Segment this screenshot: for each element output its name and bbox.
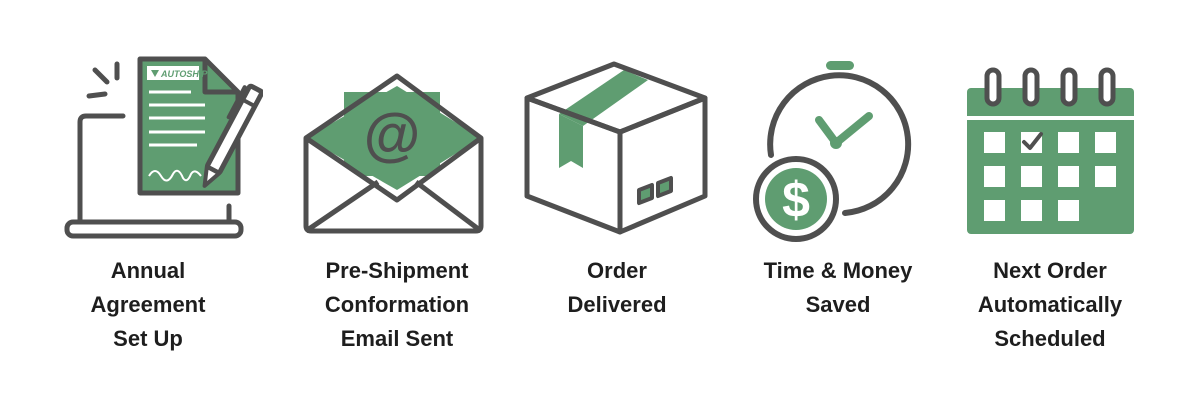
stopwatch-dollar-icon: $: [723, 50, 953, 250]
step-annual-agreement: AUTOSHIP Annual Agreement Set U: [33, 0, 263, 400]
envelope-at-email-icon: @: [282, 50, 512, 250]
calendar-check-icon: [935, 50, 1165, 250]
step-label: Pre-Shipment Conformation Email Sent: [324, 258, 470, 351]
step-label: Next Order Automatically Scheduled: [977, 258, 1123, 351]
step-time-money-saved: $ Time & Money Saved: [723, 0, 953, 400]
autoship-logo-text: AUTOSHIP: [160, 69, 208, 79]
step-label: Order Delivered: [567, 258, 667, 317]
shipping-box-icon: [502, 50, 732, 250]
step-label: Annual Agreement Set Up: [90, 258, 206, 351]
dollar-symbol: $: [782, 172, 810, 228]
at-symbol: @: [364, 102, 421, 167]
step-order-delivered: Order Delivered: [502, 0, 732, 400]
step-next-order-scheduled: Next Order Automatically Scheduled: [935, 0, 1165, 400]
step-pre-shipment-email: @ Pre-Shipment Conformation Email Sent: [282, 0, 512, 400]
laptop-contract-signature-icon: AUTOSHIP: [33, 50, 263, 250]
step-label: Time & Money Saved: [763, 258, 913, 317]
